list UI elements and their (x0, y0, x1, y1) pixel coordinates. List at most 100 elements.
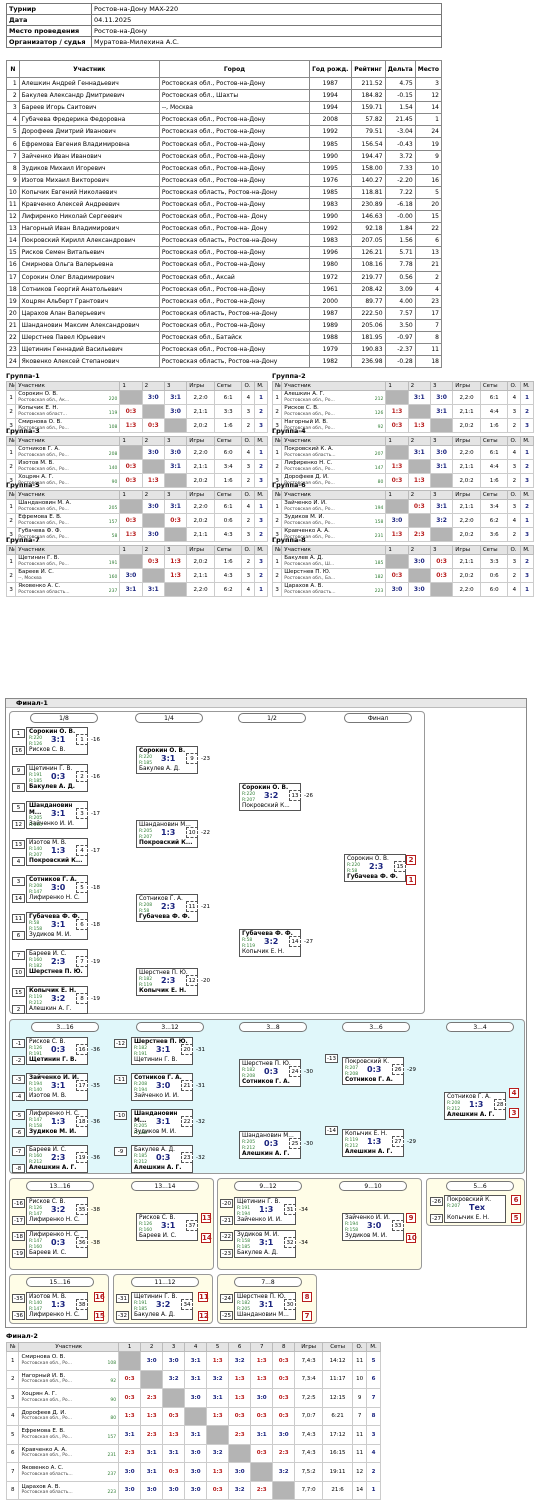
match-rating-a: R:182 (139, 976, 153, 982)
place-badge: 6 (511, 1195, 521, 1205)
final2-score: 1:3 (118, 1406, 142, 1426)
group-score: 3:0 (407, 554, 431, 569)
player-cell: Ростовская область, Ростов-на-Дону (158, 185, 311, 199)
group-score: 3:0 (163, 445, 188, 460)
group-points: 3 (507, 554, 522, 569)
match-rating-a: R:191 (134, 1300, 148, 1306)
match-player-a: Лифиренко Н. С. (29, 1232, 80, 1238)
match-rating-a: R:205 (134, 1124, 148, 1129)
final2-player-city: Ростовская обл., Ро... (21, 1416, 72, 1422)
match-rating-a: R:191 (237, 1205, 251, 1211)
match-next: -36 (91, 1047, 100, 1053)
group-player-city: Ростовская обл., Ро... (18, 562, 69, 567)
group-player-name: Кравченко А. А. (284, 528, 330, 535)
final2-col-header: 6 (228, 1342, 252, 1352)
group-score: 0:3 (429, 568, 454, 583)
player-cell: Ростовская обл., Ростов-на-Дону (158, 294, 311, 308)
group-points: 3 (241, 459, 256, 474)
player-cell: 23 (6, 343, 20, 357)
player-cell: Бакулев Александр Дмитриевич (18, 89, 160, 103)
match-rating-a: R:140 (29, 1300, 43, 1306)
player-cell: 18 (414, 355, 443, 369)
info-value: Ростов-на-Дону (91, 25, 442, 37)
match-rating-a: R:58 (29, 920, 40, 926)
final2-score: 3:2 (206, 1443, 230, 1463)
final2-score: 1:3 (206, 1462, 230, 1482)
group-col-header: 1 (119, 545, 143, 555)
match-next: -17 (91, 848, 100, 854)
group-score: 3:1 (163, 499, 188, 514)
place-badge: 13 (201, 1213, 212, 1223)
player-cell: 126.21 (350, 246, 386, 260)
group-row-num: 1 (5, 445, 17, 460)
group-player-sub: Ростовская обл., Ро...231 (284, 534, 383, 541)
player-cell: Ростовская область, Ростов-на-Дону (158, 306, 311, 320)
match-rating-b: R:119 (139, 983, 153, 988)
match-rating-b: R:147 (29, 1307, 43, 1312)
group-player-sub: Ростовская обл., Ба...182 (284, 575, 383, 582)
final2-col-header: 5 (206, 1342, 230, 1352)
group-self-cell (407, 568, 431, 583)
match-rating-b: R:207 (242, 798, 256, 803)
group-place: 2 (254, 459, 268, 474)
group-row-num: 2 (5, 513, 17, 528)
group-place: 3 (254, 554, 268, 569)
bracket-seed: 15 (12, 988, 25, 997)
match-player-a: Шерстнев П. Ю. (237, 1294, 286, 1300)
final2-sets: 21:6 (322, 1480, 354, 1500)
final2-place: 4 (366, 1443, 381, 1463)
player-cell: Ростовская обл., Ростов-на-Дону (158, 343, 311, 357)
group-player-name: Алешкин А. Г. (284, 391, 325, 398)
group-col-header: 2 (407, 381, 431, 391)
group-self-cell (385, 390, 409, 405)
match-rating-b: R:194 (29, 822, 43, 828)
group-col-header: № (271, 436, 283, 446)
group-player: Хоцрян А. Г.Ростовская обл., Ро...90 (15, 473, 121, 488)
place-badge: 16 (94, 1292, 105, 1302)
match-rating-a: R:147 (29, 1117, 43, 1123)
match-score: 3:1 (161, 1221, 176, 1230)
group-games: 2,1:1 (452, 554, 481, 569)
final2-player: Смирнова О. В.Ростовская обл., Ро...108 (18, 1351, 120, 1371)
group-player-rating: 147 (374, 466, 384, 471)
group-player-name: Сорокин О. В. (18, 391, 58, 398)
place-badge: 7 (302, 1311, 312, 1321)
player-cell: 16 (414, 173, 443, 187)
match-player-a: Щетинин Г. В. (134, 1294, 178, 1300)
final2-score: 0:3 (118, 1369, 142, 1389)
group-games: 2,0:2 (186, 418, 215, 433)
match-rating-a: R:182 (134, 1045, 148, 1051)
final2-player-sub: Ростовская область...237 (21, 1472, 116, 1479)
final2-games: 7,0:7 (294, 1406, 324, 1426)
match-player-a: Сорокин О. В. (242, 785, 289, 791)
player-cell: 146.63 (350, 210, 386, 224)
group-col-header: 3 (429, 381, 454, 391)
player-cell: -2.20 (384, 173, 416, 187)
player-cell: 1994 (309, 89, 352, 103)
player-cell: 184.82 (350, 89, 386, 103)
final2-col-header: 8 (272, 1342, 296, 1352)
player-cell: Изотов Михаил Викторович (18, 173, 160, 187)
group-col-header: 3 (429, 490, 454, 500)
match-number: 9 (186, 753, 198, 764)
player-cell: -6.18 (384, 197, 416, 212)
match-score: 0:3 (264, 1139, 279, 1148)
match-player-b: Бакулев А. Д. (139, 765, 181, 772)
match-number: 28 (494, 1099, 506, 1110)
match-player-a: Изотов М. В. (29, 840, 67, 846)
match-number: 25 (289, 1138, 301, 1149)
final2-player: Хоцрян А. Г.Ростовская обл., Ро...90 (18, 1388, 120, 1408)
group-col-header: 1 (119, 490, 143, 500)
group-player-name: Изотов М. В. (18, 460, 54, 467)
group-row-num: 3 (271, 418, 283, 433)
player-cell: -0.97 (384, 330, 416, 345)
